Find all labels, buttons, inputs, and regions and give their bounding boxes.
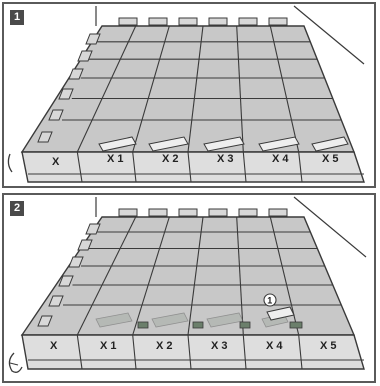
callout-number: 1 — [267, 296, 272, 306]
tray-label-x5: X 5 — [320, 340, 337, 352]
front-tray-row — [22, 152, 364, 182]
tray-label-x2: X 2 — [156, 340, 173, 352]
tray-label-x2: X 2 — [162, 153, 179, 165]
callout-marker: 1 — [264, 294, 276, 306]
grid-board-illustration: 1 X X 1 X 2 X 3 X 4 X 5 — [4, 195, 374, 381]
step-2-panel: 2 — [2, 193, 376, 383]
tray-label-x1: X 1 — [107, 153, 124, 165]
front-tray-row — [22, 335, 364, 369]
tray-label-x4: X 4 — [272, 153, 289, 165]
tray-label-x4: X 4 — [266, 340, 283, 352]
tray-label-x: X — [52, 156, 60, 168]
back-wall-tabs — [119, 18, 287, 25]
tray-label-x: X — [50, 340, 58, 352]
tray-label-x1: X 1 — [100, 340, 117, 352]
tray-label-x3: X 3 — [217, 153, 234, 165]
release-lever — [8, 154, 12, 172]
back-wall-tabs — [119, 209, 287, 216]
step-1-panel: 1 — [2, 2, 376, 188]
grid-board-illustration: X X 1 X 2 X 3 X 4 X 5 — [4, 4, 374, 186]
tray-label-x3: X 3 — [211, 340, 228, 352]
release-latch — [9, 353, 22, 372]
tray-label-x5: X 5 — [322, 153, 339, 165]
